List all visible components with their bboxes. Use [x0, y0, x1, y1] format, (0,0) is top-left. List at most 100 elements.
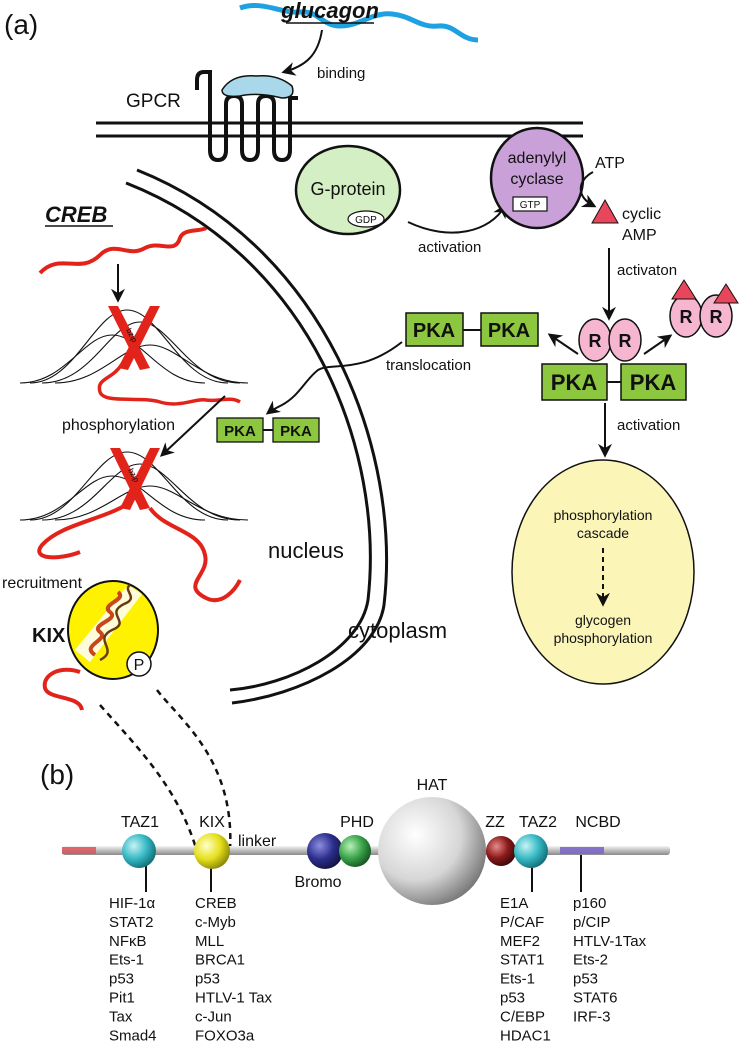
taz1-binder-5: Pit1: [109, 990, 135, 1007]
creb-bzip-dimer-bottom: bzip: [37, 448, 242, 602]
pka-holoenzyme: PKA PKA: [541, 363, 687, 401]
translocation-arrow: [265, 341, 403, 415]
phospho-p-label: P: [134, 657, 145, 674]
taz2-binder-7: HDAC1: [500, 1027, 551, 1044]
pka-label-nucleus-right: PKA: [280, 423, 312, 440]
ncbd-binder-4: p53: [573, 971, 598, 988]
taz2-binder-3: STAT1: [500, 952, 544, 969]
ncbd-binder-1: p/CIP: [573, 914, 611, 931]
cascade-label-2: cascade: [577, 525, 629, 541]
taz1-domain: [122, 834, 156, 868]
gdp-label: GDP: [355, 215, 377, 226]
phosphorylation-arrow: [159, 395, 226, 457]
gtp-label: GTP: [520, 200, 541, 211]
bromo-domain: [307, 833, 343, 869]
taz1-binder-0: HIF-1α: [109, 895, 156, 912]
phd-label: PHD: [340, 814, 374, 831]
taz1-label: TAZ1: [121, 814, 159, 831]
adenylyl-cyclase-label-2: cyclase: [510, 171, 563, 188]
kix-dashed-link-left: [99, 704, 200, 856]
kix-binder-5: HTLV-1 Tax: [195, 990, 272, 1007]
zz-domain: [486, 836, 516, 866]
pka-box-holo-left: [541, 363, 608, 401]
glycogen-label-1: glycogen: [575, 612, 631, 628]
binding-label: binding: [317, 65, 365, 82]
taz1-binder-6: Tax: [109, 1008, 133, 1025]
pka-translocated-pair: PKA PKA: [405, 312, 539, 347]
arrow-to-r-camp: [643, 334, 673, 355]
pka-label-holo-left: PKA: [551, 370, 598, 395]
dna-helix-top: [19, 309, 249, 384]
taz2-domain: [514, 834, 548, 868]
translocation-label: translocation: [386, 357, 471, 374]
cell-membrane: [96, 121, 583, 138]
taz2-binder-4: Ets-1: [500, 971, 535, 988]
kix-label: KIX: [199, 814, 225, 831]
creb-tail: [42, 667, 84, 711]
g-protein-label: G-protein: [310, 179, 385, 199]
taz2-binder-2: MEF2: [500, 933, 540, 950]
ncbd-binder-0: p160: [573, 895, 606, 912]
pka-box-top-left: [405, 312, 464, 347]
taz2-binder-5: p53: [500, 990, 525, 1007]
kix-binder-2: MLL: [195, 933, 224, 950]
pka-box-holo-right: [620, 363, 687, 401]
kix-binder-6: c-Jun: [195, 1008, 232, 1025]
r-label-camp-right: R: [710, 307, 723, 327]
activation-label-1: activation: [418, 239, 481, 256]
binder-stems: [145, 855, 582, 892]
r-label-camp-left: R: [680, 307, 693, 327]
phosphorylation-cascade-ellipse: [511, 459, 695, 685]
phosphorylation-label: phosphorylation: [62, 417, 175, 434]
atp-label: ATP: [595, 155, 625, 172]
taz1-binder-3: Ets-1: [109, 952, 144, 969]
hat-label: HAT: [417, 777, 448, 794]
backbone-red-segment: [62, 847, 96, 854]
adenylyl-cyclase-label-1: adenylyl: [508, 150, 567, 167]
pka-box-nucleus-right: [272, 417, 320, 443]
panel-a-label: (a): [4, 9, 38, 40]
pka-box-top-right: [480, 312, 539, 347]
pka-label-nucleus-left: PKA: [224, 423, 256, 440]
taz1-binder-2: NFκB: [109, 933, 147, 950]
r-label-center-left: R: [589, 331, 602, 351]
kix-binder-0: CREB: [195, 895, 237, 912]
phd-domain: [339, 835, 371, 867]
nuclear-envelope: [125, 168, 388, 705]
creb-helix: [88, 583, 133, 662]
cascade-label-1: phosphorylation: [554, 507, 653, 523]
regulatory-subunits-center: R R: [578, 318, 642, 362]
kix-label-panel-a: KIX: [32, 625, 66, 647]
activation-label-2: activation: [617, 417, 680, 434]
backbone-purple-segment: [560, 847, 604, 854]
pka-label-top-right: PKA: [488, 320, 530, 342]
dna-helix-bottom: [19, 451, 249, 521]
creb-label: CREB: [45, 202, 107, 227]
r-label-center-right: R: [619, 331, 632, 351]
ncbd-binder-2: HTLV-1Tax: [573, 933, 647, 950]
taz1-binder-1: STAT2: [109, 914, 153, 931]
ncbd-binder-3: Ets-2: [573, 952, 608, 969]
creb-bzip-dimer-top: bzip: [97, 306, 241, 406]
binder-lists: HIF-1αSTAT2NFκBEts-1p53Pit1TaxSmad4CREBc…: [109, 895, 647, 1044]
phospho-p-badge: [126, 651, 152, 677]
pka-label-holo-right: PKA: [630, 370, 677, 395]
creb-chain: [38, 226, 208, 275]
glucagon-label: glucagon: [280, 0, 379, 23]
atp-arrow: [579, 171, 597, 208]
taz2-binder-6: C/EBP: [500, 1008, 545, 1025]
camp-label-2: AMP: [622, 227, 657, 244]
taz1-binder-7: Smad4: [109, 1027, 157, 1044]
activation-arrow-1: [407, 203, 507, 234]
taz2-binder-0: E1A: [500, 895, 528, 912]
taz1-binder-4: p53: [109, 971, 134, 988]
gdp-badge: [347, 210, 385, 228]
camp-triangle: [591, 198, 619, 224]
hat-domain: [378, 797, 486, 905]
kix-binder-7: FOXO3a: [195, 1027, 255, 1044]
activaton-label: activaton: [617, 262, 677, 279]
kix-binder-3: BRCA1: [195, 952, 245, 969]
kix-binder-4: p53: [195, 971, 220, 988]
pka-box-nucleus-left: [216, 417, 264, 443]
